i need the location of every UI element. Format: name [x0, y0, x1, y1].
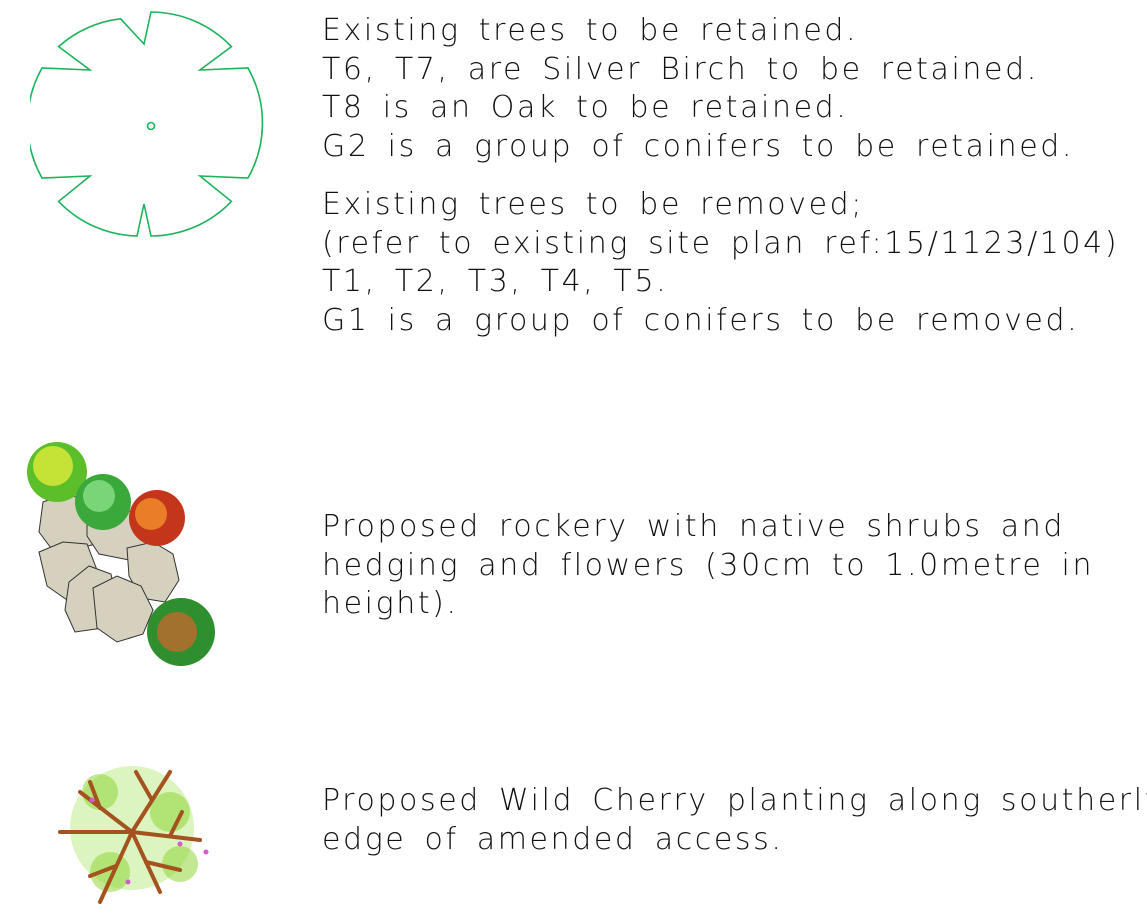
retained-line-1: Existing trees to be retained. — [322, 13, 859, 48]
removed-line-2: (refer to existing site plan ref:15/1123… — [322, 225, 1120, 261]
cherry-leaves — [70, 766, 198, 892]
retained-line-3: T8 is an Oak to be retained. — [322, 90, 849, 125]
rockery-text: Proposed rockery with native shrubs and … — [322, 508, 1094, 624]
wild-cherry-text: Proposed Wild Cherry planting along sout… — [322, 782, 1147, 859]
cherry-line-2: edge of amended access. — [322, 821, 784, 857]
cherry-line-1: Proposed Wild Cherry planting along sout… — [322, 783, 1147, 818]
rockery-shrubs — [27, 442, 215, 666]
wild-cherry-symbol — [58, 766, 209, 904]
retained-trees-text: Existing trees to be retained. T6, T7, a… — [322, 12, 1119, 340]
rockery-symbol — [27, 442, 215, 666]
retained-tree-center — [146, 121, 156, 131]
rockery-line-1: Proposed rockery with native shrubs and — [322, 509, 1066, 544]
removed-line-3: T1, T2, T3, T4, T5. — [322, 264, 669, 299]
retained-line-4: G2 is a group of conifers to be retained… — [322, 128, 1075, 164]
removed-line-4: G1 is a group of conifers to be removed. — [322, 302, 1080, 338]
removed-line-1: Existing trees to be removed; — [322, 187, 865, 222]
cherry-branches — [58, 770, 202, 904]
retained-tree-outline — [30, 11, 264, 237]
retained-line-2: T6, T7, are Silver Birch to be retained. — [322, 51, 1039, 87]
cherry-blossoms — [89, 797, 209, 885]
rockery-line-3: height). — [322, 586, 459, 621]
rockery-stones — [38, 493, 180, 643]
rockery-line-2: hedging and flowers (30cm to 1.0metre in — [322, 547, 1095, 583]
retained-tree-symbol — [30, 11, 264, 237]
